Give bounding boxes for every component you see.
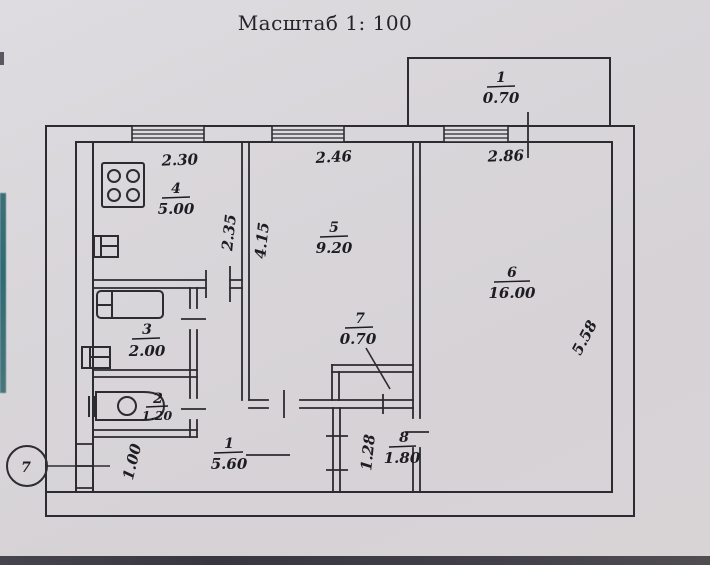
scale-title: Масштаб 1: 100 [237,11,413,35]
dimension-labels: 2.30 2.46 2.86 2.35 4.15 5.58 1.00 1.28 [119,146,601,481]
svg-text:8: 8 [399,430,409,446]
dim-room5-depth: 4.15 [251,221,273,259]
room-label-wc: 2 1.20 [142,391,173,423]
bath-sink-icon [81,346,111,369]
svg-text:4: 4 [171,181,181,197]
svg-text:1: 1 [224,436,234,452]
dim-room6-depth: 5.58 [568,317,601,358]
dim-hall-width: 1.00 [119,441,145,481]
svg-text:1.20: 1.20 [142,408,173,423]
dim-kitchen-width: 2.30 [160,150,199,169]
room-label-5: 5 9.20 [316,220,353,257]
photo-speck [0,52,4,65]
room-label-6: 6 16.00 [489,265,537,302]
window-icon-room5 [271,125,345,143]
svg-text:7: 7 [355,311,365,327]
svg-text:9.20: 9.20 [316,239,353,257]
window-icon-room6 [443,125,509,143]
balcony-area: 0.70 [483,89,520,107]
svg-text:3: 3 [142,322,152,338]
dim-room6-width: 2.86 [486,146,525,165]
interior-walls [92,141,429,493]
photo-edge-artifact-bottom [0,556,710,565]
section-marker: 7 [6,445,110,487]
svg-text:1.80: 1.80 [384,449,421,467]
room-label-kitchen: 4 5.00 [158,181,195,218]
kitchen-sink-icon [93,235,119,258]
room-label-closet: 7 0.70 [340,311,391,390]
dim-room5-width: 2.46 [314,147,353,167]
stove-icon [101,162,145,208]
svg-text:0.70: 0.70 [340,330,377,348]
bathtub-icon [96,290,164,319]
dim-kitchen-depth: 2.35 [218,213,240,252]
svg-text:6: 6 [507,265,517,281]
window-icon-kitchen [131,125,205,143]
balcony-number: 1 [496,70,506,86]
balcony-outline [407,57,611,127]
svg-text:5.00: 5.00 [158,200,195,218]
room-label-bath: 3 2.00 [128,322,166,360]
svg-text:5.60: 5.60 [211,455,248,473]
dim-room8-depth: 1.28 [357,433,379,472]
photo-edge-artifact [0,193,6,393]
svg-text:5: 5 [329,220,339,236]
room-label-hall: 1 5.60 [211,436,248,473]
svg-text:2: 2 [152,391,163,407]
svg-text:2.00: 2.00 [128,342,166,360]
section-marker-number: 7 [21,460,31,476]
room-label-8: 8 1.80 [384,430,421,467]
room-label-balcony: 1 0.70 [483,70,520,107]
svg-text:16.00: 16.00 [489,284,537,302]
